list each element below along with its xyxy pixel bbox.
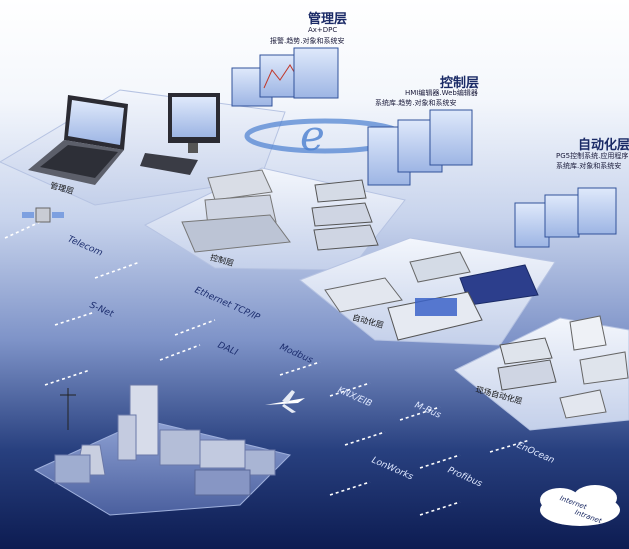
net-line <box>279 361 321 376</box>
software-window <box>514 202 550 248</box>
net-line <box>54 311 96 326</box>
satellite-icon <box>22 207 64 223</box>
net-line <box>344 431 386 446</box>
field-devices <box>497 315 629 419</box>
control-layer-title: 控制层 <box>440 76 480 91</box>
control-layer-line1: HMI编辑器.Web编辑器 <box>405 89 478 97</box>
automation-layer-title: 自动化层 <box>578 138 629 153</box>
net-line <box>399 406 441 421</box>
svg-text:e: e <box>300 111 325 160</box>
management-layer-title: 管理层 <box>308 12 348 27</box>
net-line <box>329 382 371 397</box>
management-layer-line2: 报警.趋势.对象和系统安 <box>270 37 345 45</box>
net-line <box>489 439 531 453</box>
airplane-icon <box>265 390 305 413</box>
automation-layer-line1: PG5控制系统.应用程序 <box>556 152 629 160</box>
automation-layer-line2: 系统库.对象和系统安 <box>556 162 622 170</box>
laptop-icon <box>28 95 128 185</box>
net-line <box>419 454 461 469</box>
software-window <box>544 194 580 238</box>
automation-platform <box>299 237 556 346</box>
control-layer-line2: 系统库.趋势.对象和系统安 <box>375 99 457 107</box>
trend-chart <box>263 64 301 89</box>
net-line <box>44 369 91 386</box>
touch-panels <box>181 169 379 253</box>
automation-screens <box>514 187 617 248</box>
net-line <box>419 501 461 516</box>
software-window <box>293 47 339 99</box>
cloud-icon <box>540 485 620 526</box>
control-screens <box>367 109 473 186</box>
software-window <box>577 187 617 235</box>
net-line <box>159 344 201 361</box>
net-line <box>94 261 141 279</box>
net-line <box>329 481 371 496</box>
desktop-computer-icon <box>140 93 220 175</box>
net-line <box>4 221 41 239</box>
management-screens <box>231 47 339 107</box>
network-lines <box>4 221 531 516</box>
net-line <box>174 319 216 336</box>
management-layer-line1: Ax+DPC <box>308 26 338 34</box>
city-buildings <box>54 384 276 496</box>
plc-controllers <box>324 251 539 341</box>
software-window <box>429 109 473 166</box>
